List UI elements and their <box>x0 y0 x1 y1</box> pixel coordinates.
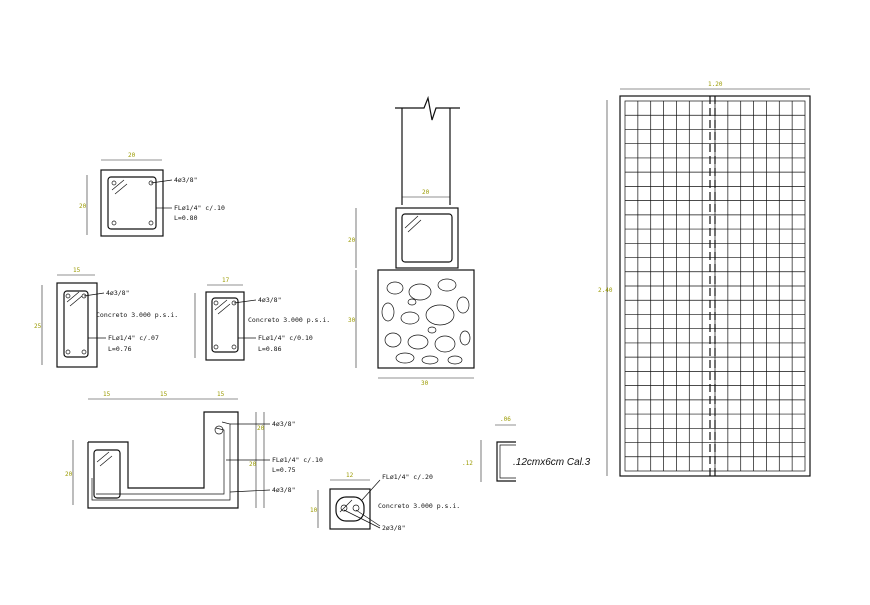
col-mid-length: L=0.86 <box>258 345 282 353</box>
beam-label-4: 4ø3/8" <box>272 486 295 494</box>
footing-dim-upper: 20 <box>348 237 356 244</box>
mesh-dim-w: 1.20 <box>708 81 723 88</box>
beam-label-1: 4ø3/8" <box>272 420 295 428</box>
small-beam-stirrup: FLø1/4" c/.20 <box>382 473 433 481</box>
col-left-rebar: 4ø3/8" <box>106 289 129 297</box>
col-square-rebar: 4ø3/8" <box>174 176 197 184</box>
col-mid-rebar: 4ø3/8" <box>258 296 281 304</box>
small-beam-detail: 12 10 FLø1/4" c/.20 Concreto 3.000 p.s.i… <box>310 472 460 532</box>
small-beam-rebar: 2ø3/8" <box>382 524 405 532</box>
small-beam-dim-side: 10 <box>310 507 318 514</box>
channel-dim-h: .12 <box>462 460 473 467</box>
column-rect-left-detail: 15 25 4ø3/8" Concreto 3.000 p.s.i. FLø1/… <box>34 267 178 368</box>
cyclopean-stones <box>381 278 471 365</box>
channel-detail: .06 .12 .12cmx6cm Cal.3 <box>462 416 591 482</box>
beam-label-3: L=0.75 <box>272 466 296 474</box>
col-square-stirrup: FLø1/4" c/.10 <box>174 204 225 212</box>
small-beam-concrete: Concreto 3.000 p.s.i. <box>378 502 460 510</box>
col-square-dim-side: 20 <box>79 203 87 210</box>
col-square-dim-top: 20 <box>128 152 136 159</box>
grade-beam-detail: 15 15 15 20 20 20 4ø3/8" FLø1/4" c/.10 L… <box>65 391 323 509</box>
footing-dim-col: 20 <box>422 189 430 196</box>
beam-label-2: FLø1/4" c/.10 <box>272 456 323 464</box>
small-beam-dim-top: 12 <box>346 472 354 479</box>
col-left-dim-top: 15 <box>73 267 81 274</box>
col-square-length: L=0.80 <box>174 214 198 222</box>
footing-dim-lower: 30 <box>348 317 356 324</box>
channel-label: .12cmx6cm Cal.3 <box>513 457 591 468</box>
col-mid-dim-top: 17 <box>222 277 230 284</box>
beam-dim-b: 15 <box>160 391 168 398</box>
beam-dim-a: 15 <box>103 391 111 398</box>
footing-section-detail: 20 20 30 30 <box>348 95 475 387</box>
col-left-concrete: Concreto 3.000 p.s.i. <box>96 311 178 319</box>
col-left-stirrup: FLø1/4" c/.07 <box>108 334 159 342</box>
col-left-dim-side: 25 <box>34 323 42 330</box>
beam-dim-right-2: 20 <box>257 425 265 432</box>
column-rect-mid-detail: 17 4ø3/8" Concreto 3.000 p.s.i. FLø1/4" … <box>194 277 330 361</box>
beam-dim-right-1: 20 <box>249 461 257 468</box>
col-left-length: L=0.76 <box>108 345 132 353</box>
beam-dim-c: 15 <box>217 391 225 398</box>
channel-dim-w: .06 <box>500 416 511 423</box>
mesh-detail: 1.20 2.40 <box>598 81 811 477</box>
mesh-dim-h: 2.40 <box>598 287 613 294</box>
col-mid-stirrup: FLø1/4" c/0.10 <box>258 334 313 342</box>
col-mid-concrete: Concreto 3.000 p.s.i. <box>248 316 330 324</box>
footing-dim-base: 30 <box>421 380 429 387</box>
column-square-detail: 20 20 4ø3/8" FLø1/4" c/.10 L=0.80 <box>79 152 225 237</box>
beam-dim-side: 20 <box>65 471 73 478</box>
